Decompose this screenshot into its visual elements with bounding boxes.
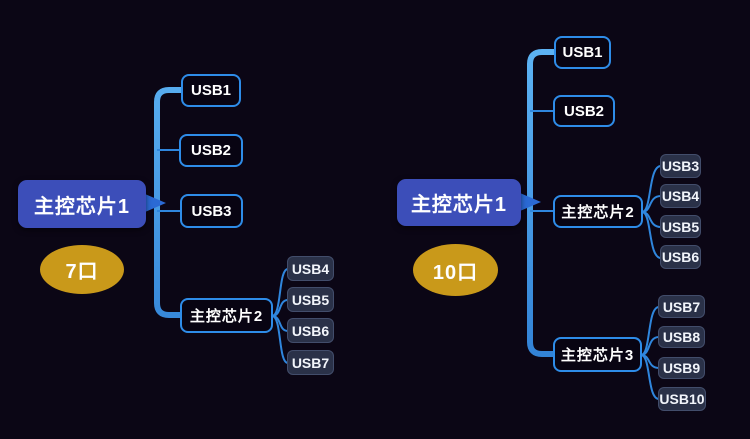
right-usb6-node: USB6 xyxy=(660,245,701,269)
right-usb7-line xyxy=(640,306,660,356)
left-usb6-node: USB6 xyxy=(287,318,334,343)
right-usb3-node: USB3 xyxy=(660,154,701,178)
left-root-arrow xyxy=(145,194,166,212)
left-usb5-node: USB5 xyxy=(287,287,334,312)
right-usb7-node: USB7 xyxy=(658,295,705,318)
right-usb10-line xyxy=(640,354,660,400)
left-chip2-node: 主控芯片2 xyxy=(180,298,273,333)
right-usb6-line xyxy=(641,211,662,259)
right-usb4-node: USB4 xyxy=(660,184,701,208)
right-usb9-node: USB9 xyxy=(658,357,705,379)
right-usb10-node: USB10 xyxy=(658,387,706,411)
left-usb7-node: USB7 xyxy=(287,350,334,375)
right-usb2-node: USB2 xyxy=(553,95,615,127)
left-usb7-line xyxy=(271,315,289,364)
right-root-arrow xyxy=(520,193,541,211)
left-usb3-node: USB3 xyxy=(180,194,243,228)
right-usb1-node: USB1 xyxy=(554,36,611,69)
right-usb3-line xyxy=(641,165,662,213)
right-chip3-node: 主控芯片3 xyxy=(553,337,642,372)
right-ports-badge: 10口 xyxy=(413,244,498,296)
left-usb2-node: USB2 xyxy=(179,134,243,167)
left-root-node: 主控芯片1 xyxy=(18,180,146,228)
left-ports-badge: 7口 xyxy=(40,245,124,294)
left-usb4-node: USB4 xyxy=(287,256,334,281)
right-root-node: 主控芯片1 xyxy=(397,179,521,226)
right-usb8-node: USB8 xyxy=(658,326,705,348)
right-usb5-node: USB5 xyxy=(660,215,701,238)
right-chip2-node: 主控芯片2 xyxy=(553,195,643,228)
left-usb1-node: USB1 xyxy=(181,74,241,107)
